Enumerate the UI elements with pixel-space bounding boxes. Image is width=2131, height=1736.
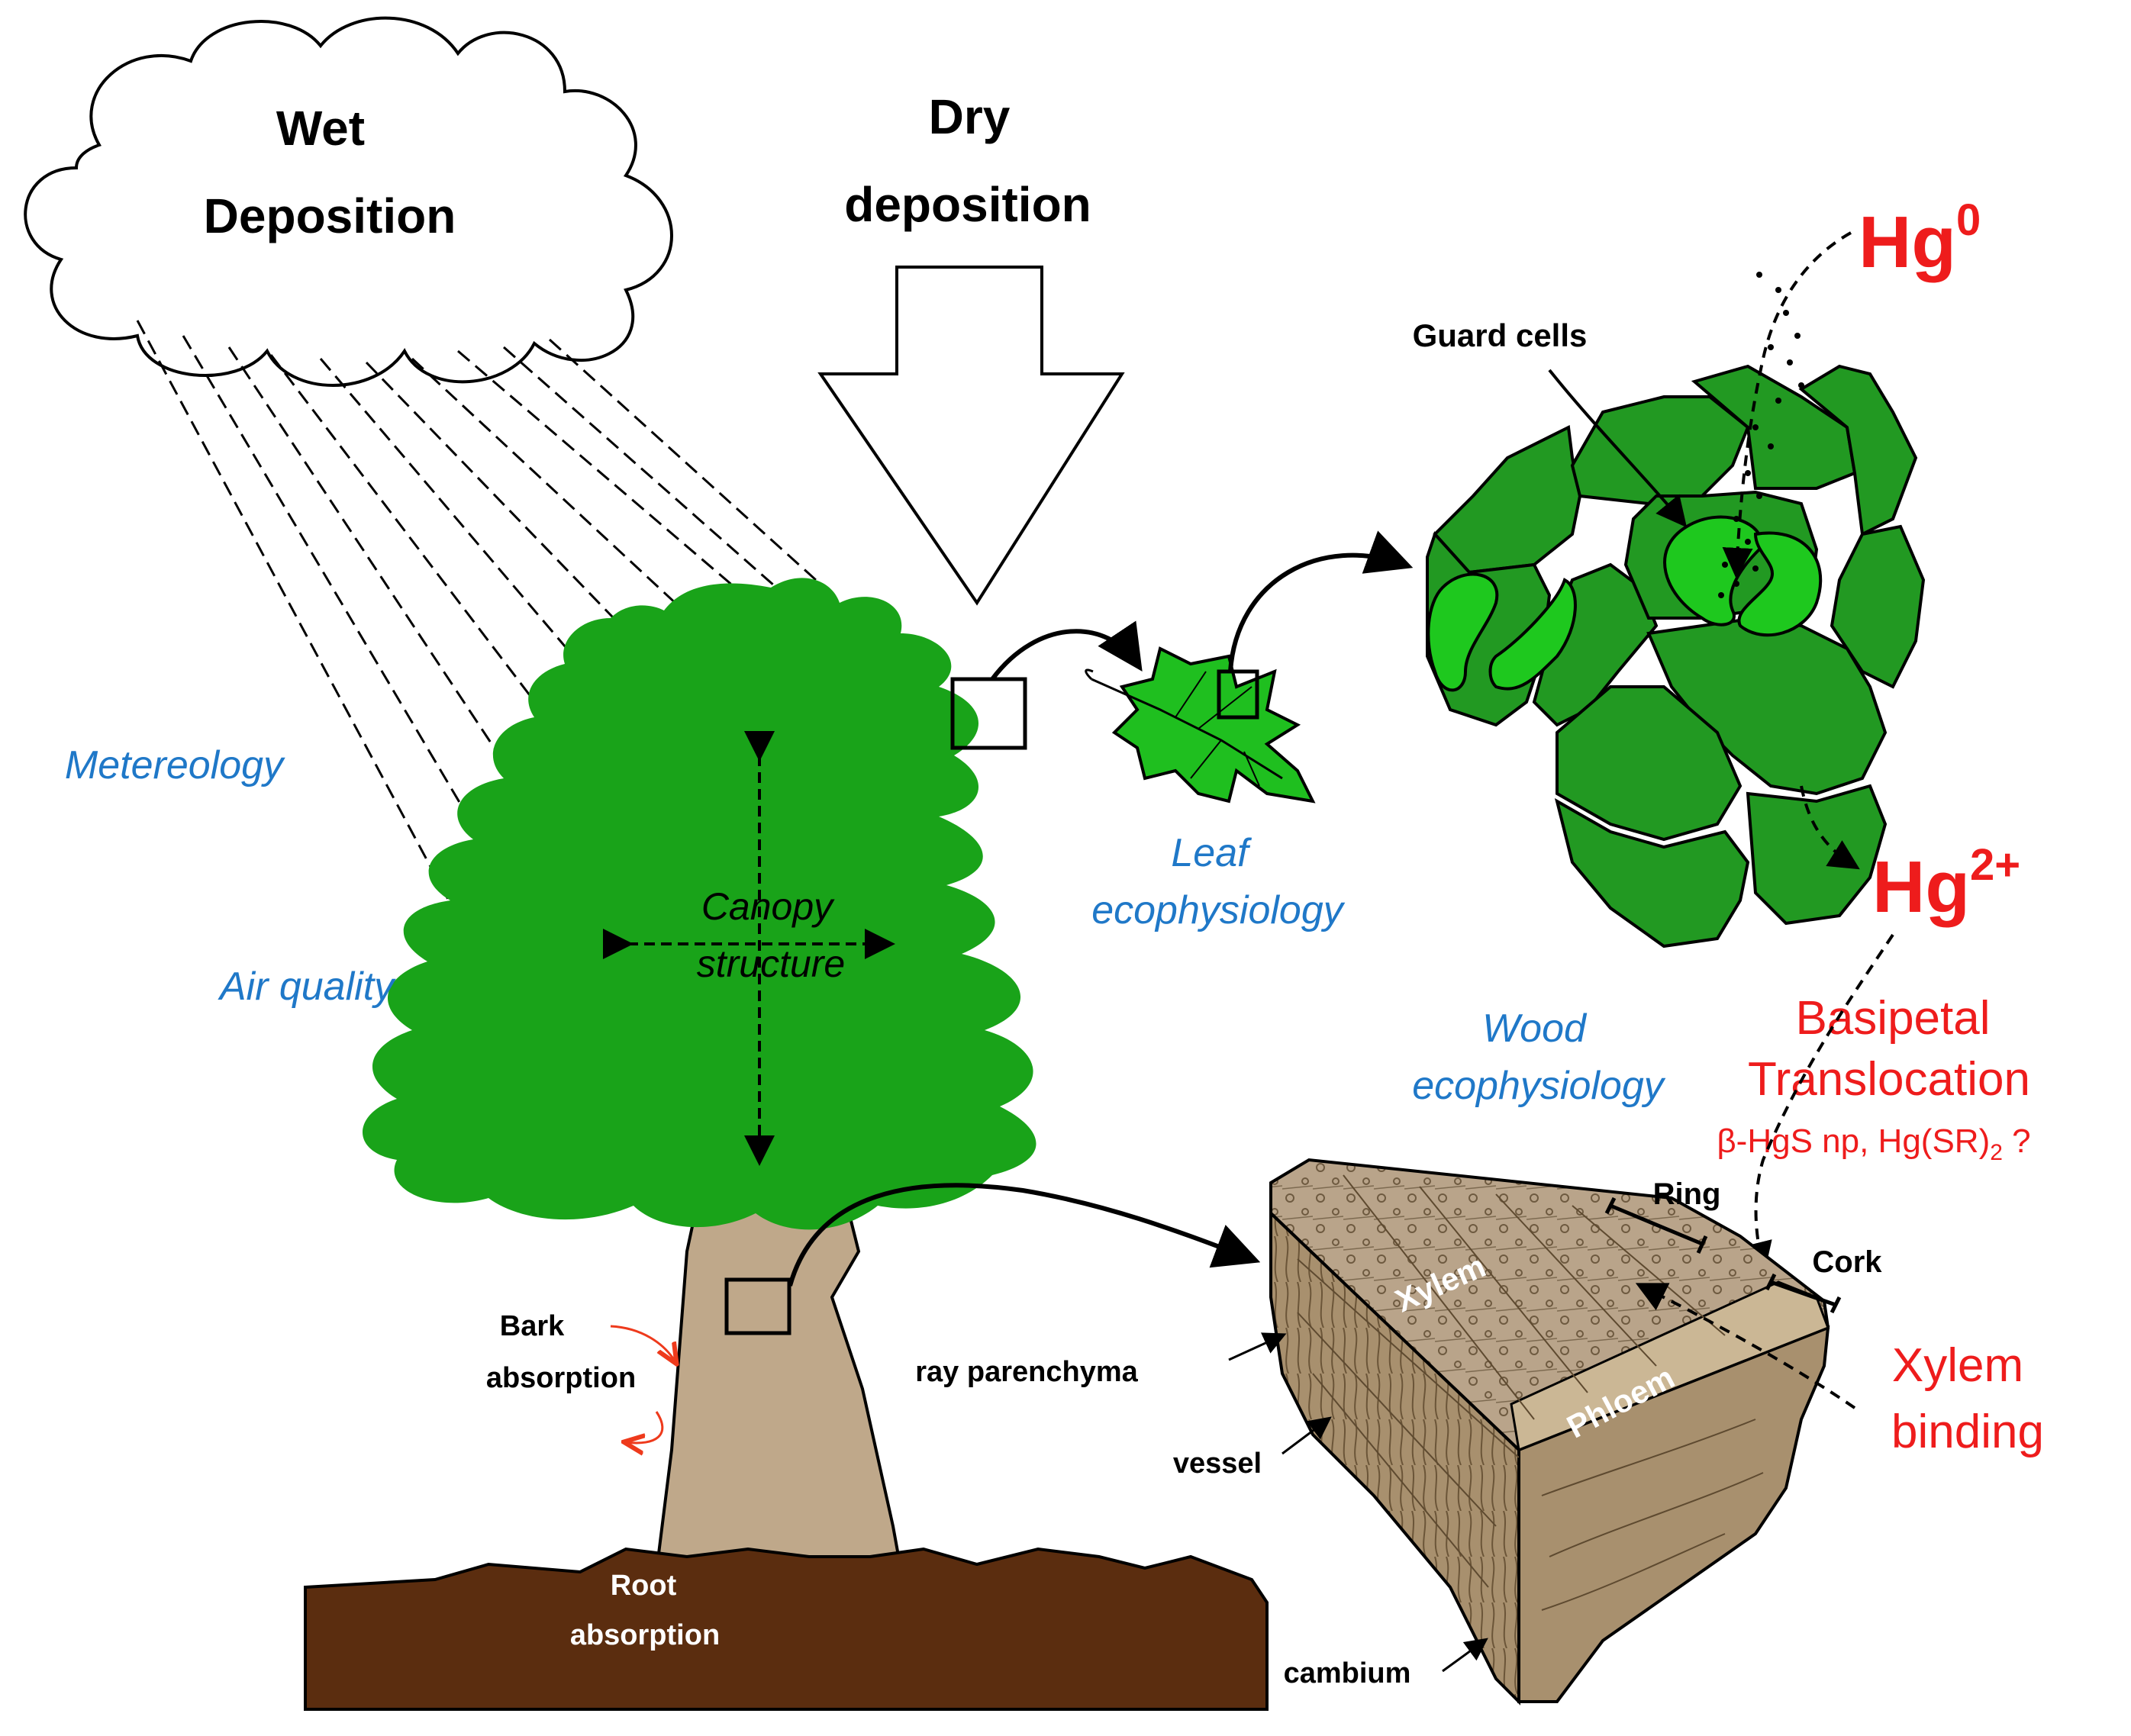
tree-canopy [363, 578, 1036, 1230]
leaf-ecophysiology-label-2: ecophysiology [1091, 888, 1346, 932]
guard-cells-label: Guard cells [1413, 317, 1588, 353]
wood-ecophysiology-label-2: ecophysiology [1412, 1064, 1666, 1108]
vessel-label: vessel [1173, 1448, 1262, 1480]
root-absorption-label-1: Root [611, 1570, 677, 1602]
cork-bracket [1770, 1280, 1836, 1307]
bark-absorption-arrow-2 [626, 1411, 664, 1443]
wet-deposition-label-2: Deposition [204, 188, 456, 243]
canopy-structure-label-2: structure [697, 942, 846, 985]
bark-absorption-arrow-1 [610, 1325, 675, 1362]
trunk-to-wood-arrow [788, 1183, 1261, 1287]
canopy-to-leaf-arrow [990, 620, 1143, 681]
dry-deposition-label-1: Dry [929, 89, 1011, 144]
air-quality-label: Air quality [218, 965, 396, 1009]
canopy-sample-box [950, 677, 1027, 750]
cambium-pointer [1442, 1638, 1488, 1673]
ray-parenchyma-pointer [1228, 1332, 1287, 1361]
hg0-uptake-arrow [1722, 231, 1852, 578]
leaf-to-stomata-arrow [1228, 530, 1414, 672]
leaf [1085, 646, 1316, 804]
trunk-sample-box [724, 1277, 791, 1335]
guard-cells-pointer [1548, 369, 1688, 528]
guard-cells [1427, 515, 1823, 692]
cork-label: Cork [1812, 1245, 1882, 1279]
xylem-binding-label-1: Xylem [1892, 1339, 2023, 1392]
leaf-ecophysiology-label-1: Leaf [1171, 831, 1252, 875]
basipetal-label-2: Translocation [1748, 1053, 2030, 1106]
wet-deposition-label-1: Wet [276, 101, 365, 156]
dry-deposition-arrow [817, 266, 1125, 606]
leaf-sample-box [1217, 669, 1259, 720]
ring-label: Ring [1653, 1177, 1721, 1211]
ray-parenchyma-label: ray parenchyma [915, 1356, 1138, 1388]
cloud [24, 16, 673, 387]
basipetal-translocation-arrow [1742, 933, 1894, 1273]
wood-ecophysiology-label-1: Wood [1482, 1006, 1588, 1051]
hg0-label: Hg0 [1859, 195, 1981, 283]
hg-species-label: β-HgS np, Hg(SR)2 ? [1717, 1122, 2030, 1165]
hg2-label: Hg2+ [1872, 840, 2020, 928]
ring-bracket [1610, 1203, 1703, 1246]
cambium-label: cambium [1284, 1657, 1411, 1689]
wood-block [1269, 1158, 1830, 1705]
dry-deposition-label-2: deposition [844, 177, 1091, 232]
basipetal-label-1: Basipetal [1795, 992, 1990, 1045]
xylem-binding-label-2: binding [1891, 1406, 2044, 1458]
hg0-particles [1718, 272, 1804, 598]
soil [304, 1547, 1269, 1711]
root-absorption-label-2: absorption [570, 1619, 720, 1651]
canopy-structure-label-1: Canopy [701, 885, 835, 928]
bark-absorption-label-2: absorption [486, 1362, 636, 1394]
meteorology-label: Metereology [65, 743, 285, 787]
bark-absorption-label-1: Bark [500, 1310, 565, 1342]
vessel-pointer [1282, 1416, 1332, 1455]
